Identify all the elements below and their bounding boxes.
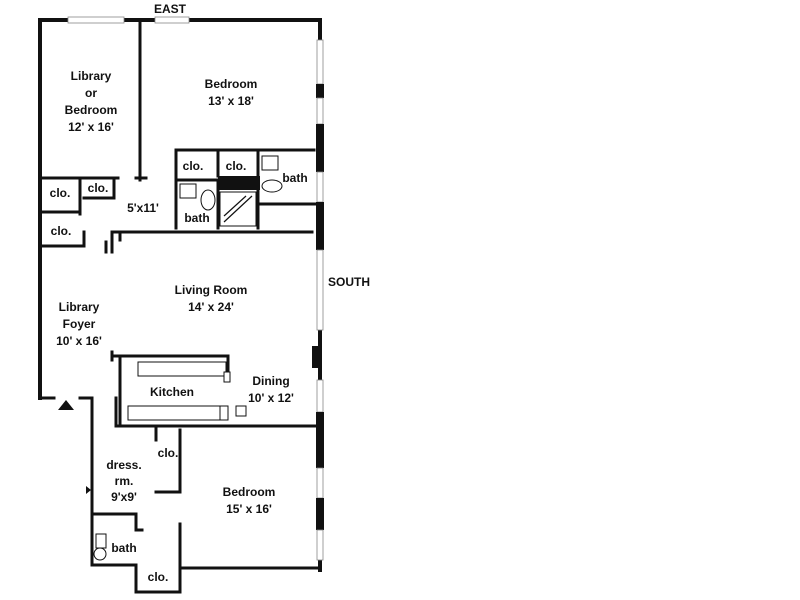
dress-room-marker-icon — [86, 486, 91, 494]
entry-arrow-icon — [58, 400, 74, 410]
room-label-dressing-room-line-3: 9'x9' — [111, 490, 137, 504]
room-label-library-foyer-line-3: 10' x 16' — [56, 334, 102, 348]
room-label-clo-top-left-b-line-1: clo. — [88, 181, 109, 195]
room-label-clo-center-b-line-1: clo. — [226, 159, 247, 173]
compass-east: EAST — [154, 2, 187, 16]
room-label-clo-left-mid-line-1: clo. — [51, 224, 72, 238]
room-label-hall-dim-line-1: 5'x11' — [127, 201, 159, 215]
room-label-kitchen-line-1: Kitchen — [150, 385, 194, 399]
compass-south: SOUTH — [328, 275, 370, 289]
room-label-library-bedroom-line-3: Bedroom — [65, 103, 118, 117]
room-label-bedroom-top-line-1: Bedroom — [205, 77, 258, 91]
room-label-dining-line-1: Dining — [252, 374, 289, 388]
room-label-clo-center-a-line-1: clo. — [183, 159, 204, 173]
window-top-1 — [67, 16, 125, 24]
room-label-living-room-line-1: Living Room — [175, 283, 248, 297]
room-label-living-room-line-2: 14' x 24' — [188, 300, 234, 314]
room-label-library-bedroom-line-1: Library — [71, 69, 112, 83]
room-label-bath-center-line-1: bath — [184, 211, 209, 225]
room-label-bedroom-bottom-line-2: 15' x 16' — [226, 502, 272, 516]
room-label-bath-right-line-1: bath — [282, 171, 307, 185]
room-label-library-bedroom-line-4: 12' x 16' — [68, 120, 114, 134]
room-label-library-foyer-line-1: Library — [59, 300, 100, 314]
room-label-bedroom-bottom-line-1: Bedroom — [223, 485, 276, 499]
room-label-clo-top-left-a-line-1: clo. — [50, 186, 71, 200]
room-label-dining-line-2: 10' x 12' — [248, 391, 294, 405]
south-windows — [312, 39, 324, 561]
window-top-2 — [154, 16, 190, 24]
interior-walls — [38, 18, 322, 570]
room-label-clo-bottom-line-1: clo. — [148, 570, 169, 584]
room-label-library-bedroom-line-2: or — [85, 86, 97, 100]
room-label-dressing-room-line-2: rm. — [115, 474, 134, 488]
room-label-dressing-room-line-1: dress. — [106, 458, 141, 472]
fixtures — [93, 155, 283, 561]
room-label-clo-lower-mid-line-1: clo. — [158, 446, 179, 460]
room-label-bedroom-top-line-2: 13' x 18' — [208, 94, 254, 108]
room-label-library-foyer-line-2: Foyer — [63, 317, 96, 331]
room-label-bath-bottom-line-1: bath — [111, 541, 136, 555]
